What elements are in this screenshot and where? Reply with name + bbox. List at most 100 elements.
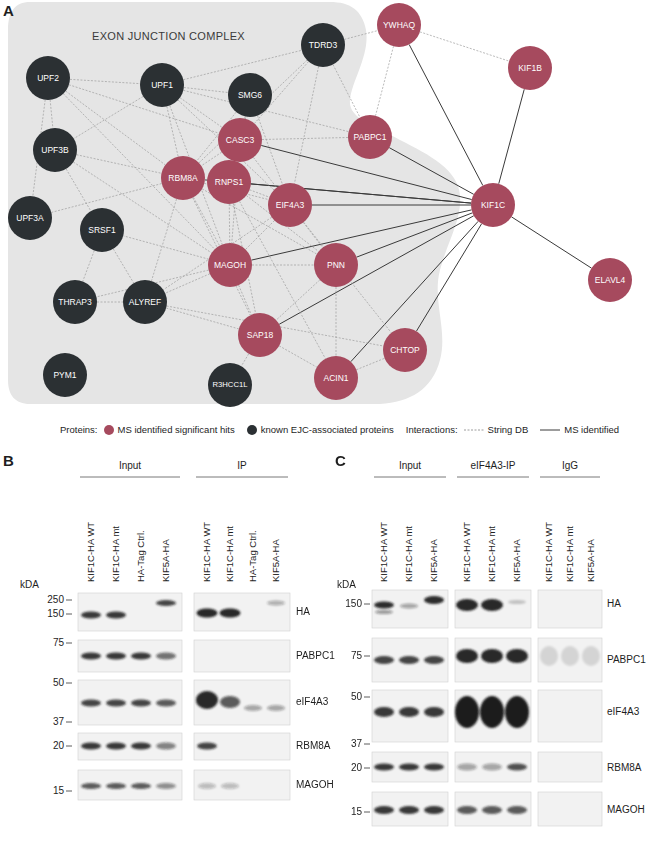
protein-band [424, 707, 444, 717]
protein-name: PYM1 [53, 371, 76, 380]
protein-band [106, 612, 126, 619]
protein-band [81, 783, 101, 789]
ms-interaction-line [389, 148, 473, 195]
region-title: EXON JUNCTION COMPLEX [92, 30, 245, 43]
blot-membrane [372, 752, 448, 782]
protein-node: KIF1C [471, 183, 515, 227]
marker-tick [66, 614, 72, 615]
protein-name: MAGOH [214, 261, 246, 270]
stringdb-interaction-line [252, 265, 314, 266]
lane-label: KIF1C-HA mt [225, 526, 236, 582]
protein-name: RNPS1 [215, 178, 243, 187]
protein-band [540, 646, 558, 666]
protein-name: UPF1 [151, 81, 173, 90]
protein-node: PYM1 [43, 353, 87, 397]
protein-band [197, 609, 218, 618]
lane-label: KIF1C-HA mt [565, 526, 576, 582]
protein-band [244, 705, 262, 711]
figure-label: Input [399, 460, 421, 472]
figure-label: RBM8A [607, 762, 641, 774]
stringdb-interaction-line [165, 274, 210, 293]
protein-node: KIF1B [508, 46, 552, 90]
protein-band [482, 764, 502, 771]
protein-band [198, 783, 216, 789]
ms-interaction-line [357, 213, 473, 257]
protein-band [156, 700, 176, 707]
protein-band [424, 806, 444, 814]
blot-membrane [372, 690, 448, 742]
protein-band [196, 691, 218, 709]
stringdb-interaction-line [376, 46, 394, 115]
stringdb-interaction-line [151, 199, 176, 281]
protein-node: UPF3A [8, 196, 52, 240]
protein-band [81, 596, 600, 814]
protein-name: UPF3A [16, 214, 43, 223]
lane-label: KIF5A-HA [161, 539, 172, 582]
protein-name: R3HCC1L [212, 381, 247, 389]
legend-line-sample [540, 427, 560, 433]
stringdb-interaction-line [333, 65, 360, 118]
protein-band [482, 806, 502, 814]
protein-band [374, 707, 394, 717]
protein-name: SMG6 [238, 91, 262, 100]
figure-label: eIF4A3 [296, 696, 328, 708]
protein-band [481, 599, 503, 611]
stringdb-interaction-line [336, 287, 337, 356]
figure-label: PABPC1 [296, 650, 335, 662]
marker-tick [364, 768, 370, 769]
protein-name: CASC3 [226, 136, 254, 145]
stringdb-interaction-line [279, 346, 317, 367]
figure-label: 15 [351, 806, 362, 818]
stringdb-interaction-line [229, 204, 230, 243]
protein-band [424, 596, 444, 604]
protein-band [508, 600, 526, 604]
figure-label: 75 [351, 650, 362, 662]
blot-membrane [538, 690, 602, 742]
complex-region: EXON JUNCTION COMPLEXTDRD3UPF2UPF1SMG6PA… [0, 0, 470, 410]
ms-interaction-line [416, 224, 481, 331]
figure-label: kDA [337, 579, 356, 591]
lane-label: KIF1C-HA WT [202, 522, 213, 582]
protein-node: ACIN1 [314, 356, 358, 400]
protein-band [267, 601, 285, 606]
marker-tick [66, 643, 72, 644]
protein-node: SRSF1 [80, 208, 124, 252]
ms-interaction-line [499, 89, 525, 184]
marker-tick [364, 744, 370, 745]
figure-label: Interactions: [406, 425, 458, 436]
lane-label: KIF5A-HA [586, 539, 597, 582]
blot-membrane [78, 770, 182, 800]
protein-band [374, 602, 394, 609]
stringdb-interaction-line [193, 197, 219, 245]
stringdb-interaction-line [113, 249, 133, 283]
legend-text: known EJC-associated proteins [261, 425, 394, 436]
lane-label: KIF5A-HA [512, 539, 523, 582]
protein-band [156, 783, 176, 789]
blot-membrane [194, 640, 290, 672]
protein-node: THRAP3 [53, 280, 97, 324]
blot-membrane [372, 792, 448, 826]
protein-band [374, 806, 394, 814]
legend-text: MS identified [564, 425, 619, 436]
protein-name: SRSF1 [88, 226, 115, 235]
protein-name: RBM8A [168, 174, 197, 183]
protein-band [400, 604, 418, 609]
protein-band [507, 764, 527, 771]
figure-label: HA [607, 598, 621, 610]
stringdb-interaction-line [294, 67, 318, 184]
blot-membrane [78, 593, 182, 631]
protein-band [399, 764, 419, 771]
stringdb-interaction-line [123, 236, 209, 259]
stringdb-interaction-line [258, 116, 283, 185]
legend-swatch [247, 425, 257, 435]
protein-name: PNN [327, 261, 345, 270]
protein-node: ALYREF [123, 280, 167, 324]
lane-label: KIF5A-HA [429, 539, 440, 582]
header-rule [457, 477, 529, 478]
blot-membrane [455, 690, 531, 742]
protein-band [106, 743, 126, 750]
protein-band [131, 743, 151, 750]
ms-interaction-line [312, 205, 471, 206]
protein-name: ALYREF [129, 298, 161, 307]
protein-node: R3HCC1L [208, 363, 252, 407]
